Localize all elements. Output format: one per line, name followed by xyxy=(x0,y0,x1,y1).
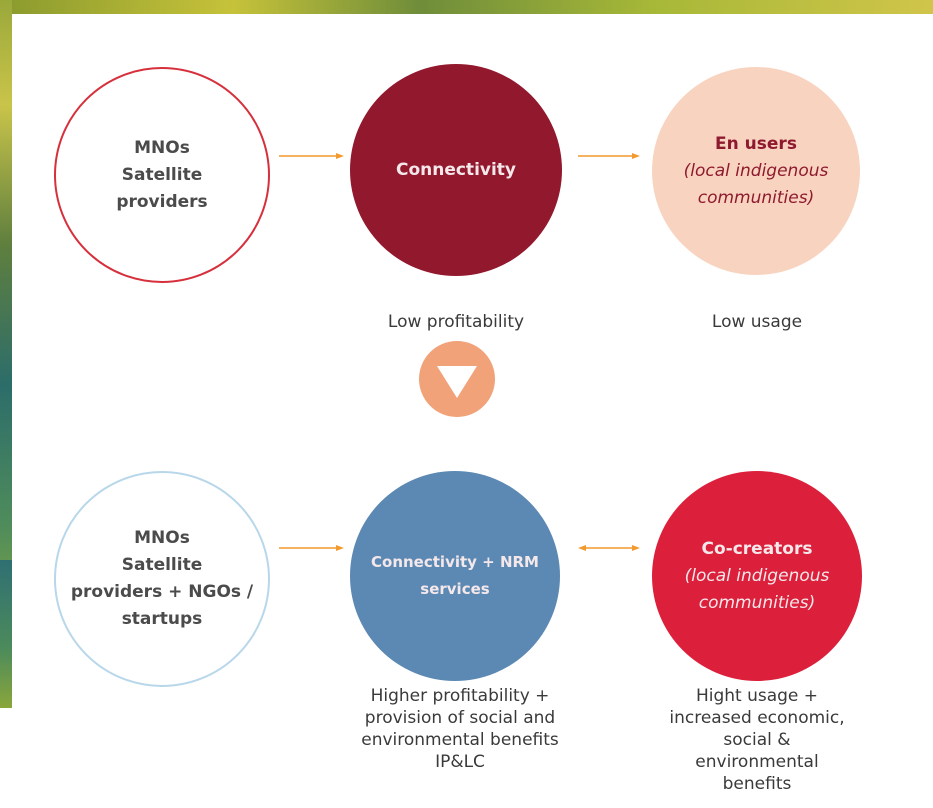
arrowhead-2 xyxy=(632,153,640,159)
connectivity-nrm-line1: Connectivity + NRM xyxy=(371,553,539,571)
extended-providers-line1: MNOs xyxy=(134,528,190,548)
connectivity-nrm-line2: services xyxy=(420,580,490,598)
high-usage-line3: social & xyxy=(723,730,791,750)
arrowhead-4 xyxy=(632,545,640,551)
end-users-subtitle-1: (local indigenous xyxy=(683,160,829,181)
providers-line1: MNOs xyxy=(134,137,190,158)
higher-profitability-line4: IP&LC xyxy=(435,752,485,772)
arrowhead-3 xyxy=(336,545,344,551)
higher-profitability-line2: provision of social and xyxy=(364,708,556,728)
co-creators-title: Co-creators xyxy=(701,538,813,559)
higher-profitability-line1: Higher profitability + xyxy=(370,686,550,706)
low-profitability-label: Low profitability xyxy=(387,312,525,332)
co-creators-circle: Co-creators (local indigenous communitie… xyxy=(652,471,862,681)
down-triangle-icon xyxy=(437,366,477,398)
high-usage-line5: benefits xyxy=(722,774,792,794)
higher-profitability-label: Higher profitability + provision of soci… xyxy=(330,685,590,773)
extended-providers-line3: providers + NGOs / xyxy=(70,582,254,602)
connectivity-label: Connectivity xyxy=(395,159,517,180)
extended-providers-line4: startups xyxy=(121,609,203,629)
end-users-title: En users xyxy=(715,133,797,154)
providers-circle: MNOs Satellite providers xyxy=(54,67,270,283)
high-usage-line1: Hight usage + xyxy=(695,686,819,706)
end-users-circle: En users (local indigenous communities) xyxy=(652,67,860,275)
down-indicator xyxy=(419,341,495,417)
connectivity-nrm-circle: Connectivity + NRM services xyxy=(350,471,560,681)
co-creators-subtitle-2: communities) xyxy=(698,592,816,613)
providers-line3: providers xyxy=(116,191,208,212)
arrowhead-5 xyxy=(578,545,586,551)
extended-providers-circle: MNOs Satellite providers + NGOs / startu… xyxy=(54,471,270,687)
low-usage-label: Low usage xyxy=(711,312,803,332)
end-users-subtitle-2: communities) xyxy=(697,187,815,208)
co-creators-subtitle-1: (local indigenous xyxy=(684,565,830,586)
providers-line2: Satellite xyxy=(121,164,203,185)
high-usage-label: Hight usage + increased economic, social… xyxy=(667,685,847,795)
connectivity-circle: Connectivity xyxy=(350,64,562,276)
extended-providers-line2: Satellite xyxy=(121,555,203,575)
background-image-strip-left xyxy=(0,0,12,700)
high-usage-line2: increased economic, xyxy=(669,708,845,728)
high-usage-line4: environmental xyxy=(695,752,819,772)
background-image-strip-top xyxy=(0,0,933,14)
higher-profitability-line3: environmental benefits xyxy=(361,730,559,750)
arrowhead-1 xyxy=(336,153,344,159)
